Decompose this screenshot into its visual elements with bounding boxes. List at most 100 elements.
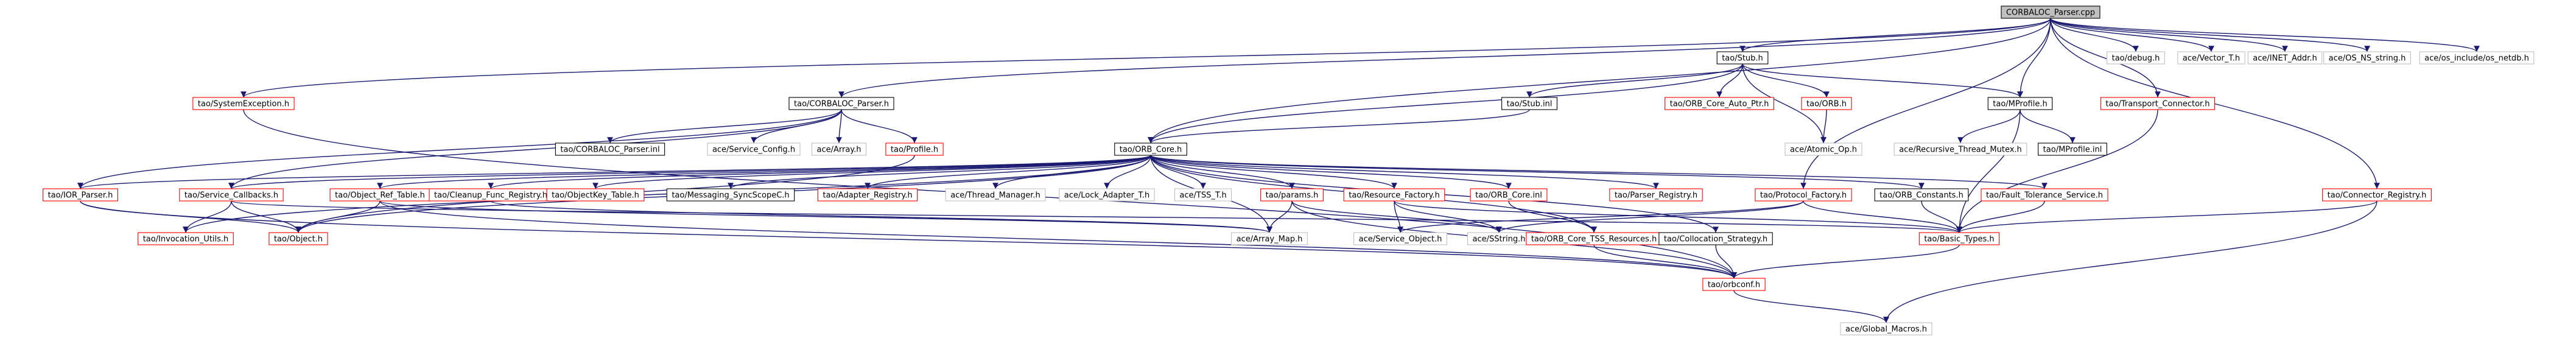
edge-mprofile_h-to-basic_types <box>1956 109 2021 233</box>
node-label: tao/Basic_Types.h <box>1924 235 1994 244</box>
node-orb-core[interactable]: tao/ORB_Core.h <box>1114 142 1187 156</box>
node-label: ace/Global_Macros.h <box>1845 325 1927 334</box>
node-label: ace/Array_Map.h <box>1237 235 1303 244</box>
node-corbaloc-h[interactable]: tao/CORBALOC_Parser.h <box>788 97 894 110</box>
node-label: tao/CORBALOC_Parser.h <box>794 100 889 109</box>
node-invocation-utils[interactable]: tao/Invocation_Utils.h <box>138 232 234 245</box>
node-box <box>1702 278 1766 291</box>
node-orb-core-tss[interactable]: tao/ORB_Core_TSS_Resources.h <box>1526 232 1662 245</box>
node-debug-h[interactable]: tao/debug.h <box>2107 51 2165 65</box>
node-objkey-table[interactable]: tao/ObjectKey_Table.h <box>546 188 645 202</box>
edge-fault_tol-to-basic_types <box>1956 200 2045 233</box>
node-box <box>2323 51 2411 65</box>
node-array-map[interactable]: ace/Array_Map.h <box>1231 232 1308 245</box>
edge-root-to-sys_exc <box>240 18 2051 98</box>
node-orb-constants[interactable]: tao/ORB_Constants.h <box>1874 188 1969 202</box>
node-corbaloc-inl[interactable]: tao/CORBALOC_Parser.inl <box>555 142 665 156</box>
node-basic-types[interactable]: tao/Basic_Types.h <box>1918 232 2000 245</box>
edge-root-to-os_netdb <box>2050 18 2480 52</box>
node-os-ns-string[interactable]: ace/OS_NS_string.h <box>2323 51 2411 65</box>
node-box <box>1231 232 1308 245</box>
edge-stub_inl-to-orb_core <box>1148 109 1530 144</box>
edge-orb_core-to-orb_core_inl <box>1150 155 1512 189</box>
node-parser-registry[interactable]: tao/Parser_Registry.h <box>1609 188 1703 202</box>
node-service-object[interactable]: ace/Service_Object.h <box>1353 232 1447 245</box>
node-atomic-op[interactable]: ace/Atomic_Op.h <box>1785 142 1862 156</box>
node-label: tao/params.h <box>1266 191 1319 200</box>
node-svc-config[interactable]: ace/Service_Config.h <box>707 142 801 156</box>
node-ace-array[interactable]: ace/Array.h <box>811 142 867 156</box>
node-stub-inl[interactable]: tao/Stub.inl <box>1501 97 1557 110</box>
node-object-h[interactable]: tao/Object.h <box>268 232 328 245</box>
node-global-macros[interactable]: ace/Global_Macros.h <box>1840 322 1932 336</box>
node-cleanup-func[interactable]: tao/Cleanup_Func_Registry.h <box>429 188 553 202</box>
node-box <box>1840 322 1932 336</box>
node-transport-conn[interactable]: tao/Transport_Connector.h <box>2100 97 2216 110</box>
node-tss-t[interactable]: ace/TSS_T.h <box>1174 188 1232 202</box>
node-collocation[interactable]: tao/Collocation_Strategy.h <box>1658 232 1773 245</box>
node-objref-table[interactable]: tao/Object_Ref_Table.h <box>329 188 430 202</box>
node-profile-h[interactable]: tao/Profile.h <box>885 142 944 156</box>
node-os-netdb[interactable]: ace/os_include/os_netdb.h <box>2419 51 2535 65</box>
edge-root-to-protocol_factory <box>1800 18 2051 189</box>
edge-corbaloc_h-to-ace_array <box>836 109 842 144</box>
node-orbconf[interactable]: tao/orbconf.h <box>1702 278 1766 291</box>
edge-protocol_factory-to-sstring <box>1496 200 1804 233</box>
edge-orb_core-to-objkey_table <box>592 155 1151 189</box>
node-label: tao/Object.h <box>274 235 323 244</box>
node-svc-callbacks[interactable]: tao/Service_Callbacks.h <box>179 188 284 202</box>
edge-cleanup_func-to-array_map <box>490 200 1272 233</box>
node-params-h[interactable]: tao/params.h <box>1260 188 1324 202</box>
node-label: ace/Atomic_Op.h <box>1790 146 1857 155</box>
node-fault-tol[interactable]: tao/Fault_Tolerance_Service.h <box>1981 188 2108 202</box>
node-messaging-sync[interactable]: tao/Messaging_SyncScopeC.h <box>666 188 795 202</box>
node-box <box>2247 51 2323 65</box>
node-protocol-factory[interactable]: tao/Protocol_Factory.h <box>1755 188 1852 202</box>
node-label: tao/orbconf.h <box>1708 281 1760 290</box>
edge-orb_core-to-messaging_sync <box>728 155 1151 189</box>
node-box <box>1665 97 1774 110</box>
node-box <box>268 232 328 245</box>
node-box <box>1609 188 1703 202</box>
node-box <box>192 97 295 110</box>
node-mprofile-h[interactable]: tao/MProfile.h <box>1987 97 2053 110</box>
node-label: ace/INET_Addr.h <box>2253 54 2317 63</box>
edge-params_h-to-array_map <box>1266 200 1293 233</box>
node-lock-adapter[interactable]: ace/Lock_Adapter_T.h <box>1059 188 1155 202</box>
edge-protocol_factory-to-basic_types <box>1803 200 1962 233</box>
node-box <box>2100 97 2216 110</box>
edge-orb_core-to-lock_adapter <box>1104 155 1151 189</box>
node-box <box>2038 142 2107 156</box>
node-box <box>1716 51 1769 65</box>
edge-svc_callbacks-to-basic_types <box>231 200 1962 233</box>
node-sys-exc[interactable]: tao/SystemException.h <box>192 97 295 110</box>
node-connector-reg[interactable]: tao/Connector_Registry.h <box>2322 188 2432 202</box>
node-adapter-reg[interactable]: tao/Adapter_Registry.h <box>817 188 918 202</box>
edge-stub_h-to-atomic_op <box>1742 63 1827 144</box>
node-sstring[interactable]: ace/SString.h <box>1467 232 1531 245</box>
node-inet-addr[interactable]: ace/INET_Addr.h <box>2247 51 2323 65</box>
edge-orb_core-to-svc_callbacks <box>228 155 1151 189</box>
node-label: tao/ObjectKey_Table.h <box>552 191 639 200</box>
node-rec-mutex[interactable]: ace/Recursive_Thread_Mutex.h <box>1893 142 2027 156</box>
node-orb-core-inl[interactable]: tao/ORB_Core.inl <box>1470 188 1548 202</box>
node-thread-mgr[interactable]: ace/Thread_Manager.h <box>945 188 1046 202</box>
node-resource-factory[interactable]: tao/Resource_Factory.h <box>1343 188 1445 202</box>
node-label: ace/Array.h <box>816 146 861 155</box>
edge-ior_parser-to-orbconf <box>80 200 1737 279</box>
node-stub-h[interactable]: tao/Stub.h <box>1716 51 1769 65</box>
edge-orb_core_inl-to-orb_core_tss <box>1508 200 1597 233</box>
node-orb-core-auto[interactable]: tao/ORB_Core_Auto_Ptr.h <box>1665 97 1774 110</box>
node-mprofile-inl[interactable]: tao/MProfile.inl <box>2038 142 2107 156</box>
node-orb-h[interactable]: tao/ORB.h <box>1801 97 1852 110</box>
node-box <box>1874 188 1969 202</box>
node-label: ace/TSS_T.h <box>1179 191 1226 200</box>
node-root[interactable]: CORBALOC_Parser.cpp <box>2001 5 2100 19</box>
edge-params_h-to-sstring <box>1291 200 1502 233</box>
node-box <box>138 232 234 245</box>
edge-basic_types-to-orbconf <box>1731 244 1960 279</box>
node-ior-parser[interactable]: tao/IOR_Parser.h <box>43 188 118 202</box>
node-vector-t[interactable]: ace/Vector_T.h <box>2177 51 2245 65</box>
edge-root-to-orb_core <box>1148 18 2051 144</box>
node-box <box>1353 232 1447 245</box>
